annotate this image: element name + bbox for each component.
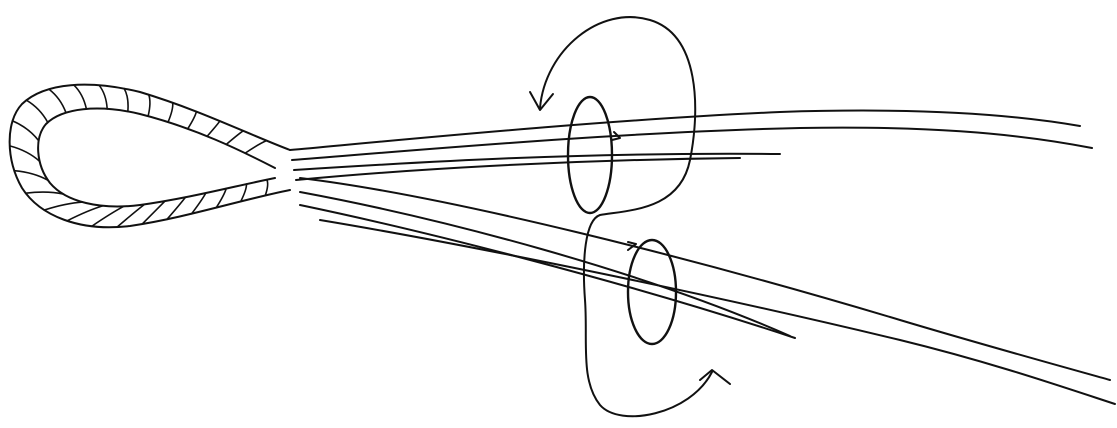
lower-strand-2b [320,220,1115,404]
upper-strand-2b [296,158,740,180]
rope-twist-mark [226,131,243,145]
upper-strand-1 [290,111,1080,150]
lower-strand-2 [300,178,1110,380]
rope-twist-mark [168,103,173,122]
rope-twist-mark [92,206,124,226]
rope-twist-mark [245,141,266,153]
rope-twist-mark [26,100,47,122]
rope-twist-mark [265,180,267,196]
rope-twist-mark [207,121,220,136]
rope-twist-mark [99,85,107,109]
rope-twist-mark [67,206,103,221]
rope-twist-mark [74,85,87,109]
arrow-counterclockwise-top [540,17,712,416]
rope-eye-loop [10,85,290,228]
lower-strands [300,178,1115,404]
rope-twist-mark [26,192,64,194]
rope-twist-mark [124,89,128,112]
upper-strands [290,111,1092,180]
direction-arrows [530,17,730,416]
rope-twist-mark [10,146,40,161]
rope-twist-mark [241,184,247,201]
rope-eye-inner-outline [38,109,275,207]
rope-twist-mark [44,202,82,210]
rope-twist-mark [188,112,197,129]
rope-twist-mark [13,121,39,141]
rope-twist-mark [148,95,150,116]
tuck-circle-lower [628,240,676,344]
upper-strand-2 [294,154,780,170]
rope-twist-mark [49,89,66,113]
